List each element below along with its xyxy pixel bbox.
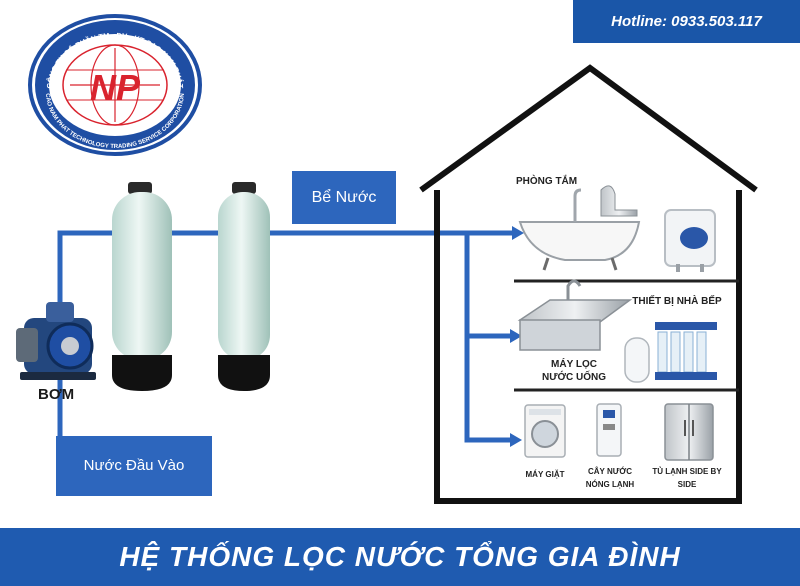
pipe-arrows: [510, 226, 524, 447]
washing-machine-icon: [524, 404, 566, 458]
kitchen-label: THIẾT BỊ NHÀ BẾP: [632, 296, 722, 307]
filter-tank-2: [218, 182, 270, 391]
bathtub-icon: [518, 188, 641, 271]
faucet-icon: [600, 185, 638, 217]
pump-icon: [16, 302, 96, 380]
bathroom-label: PHÒNG TẮM: [516, 176, 578, 187]
sink-icon: [517, 279, 633, 351]
fridge-icon: [664, 403, 714, 461]
filter-tank-1: [112, 182, 172, 391]
water-inlet-label: Nước Đầu Vào: [56, 436, 212, 496]
dispenser-label: CÂY NƯỚC NÓNG LẠNH: [585, 467, 635, 489]
water-dispenser-icon: [596, 403, 622, 457]
ro-filter-icon: [624, 322, 717, 383]
washer-label: MÁY GIẶT: [525, 470, 565, 479]
water-tank-label: Bể Nước: [292, 171, 396, 224]
water-heater-icon: [664, 209, 716, 272]
house-outline: [419, 64, 758, 504]
hotline-banner: Hotline: 0933.503.117: [573, 0, 800, 43]
company-logo: NP CÔNG TY CỔ PHẦN TM - DV - KT CAO NAM …: [28, 14, 202, 156]
pump-label: BƠM: [38, 386, 75, 403]
ro-filter-label: MÁY LỌC NƯỚC UỐNG: [541, 359, 607, 383]
footer-title: HỆ THỐNG LỌC NƯỚC TỔNG GIA ĐÌNH: [0, 528, 800, 586]
logo-initials: NP: [90, 67, 141, 108]
pipe-network: [57, 230, 515, 443]
fridge-label: TỦ LẠNH SIDE BY SIDE: [652, 467, 722, 489]
